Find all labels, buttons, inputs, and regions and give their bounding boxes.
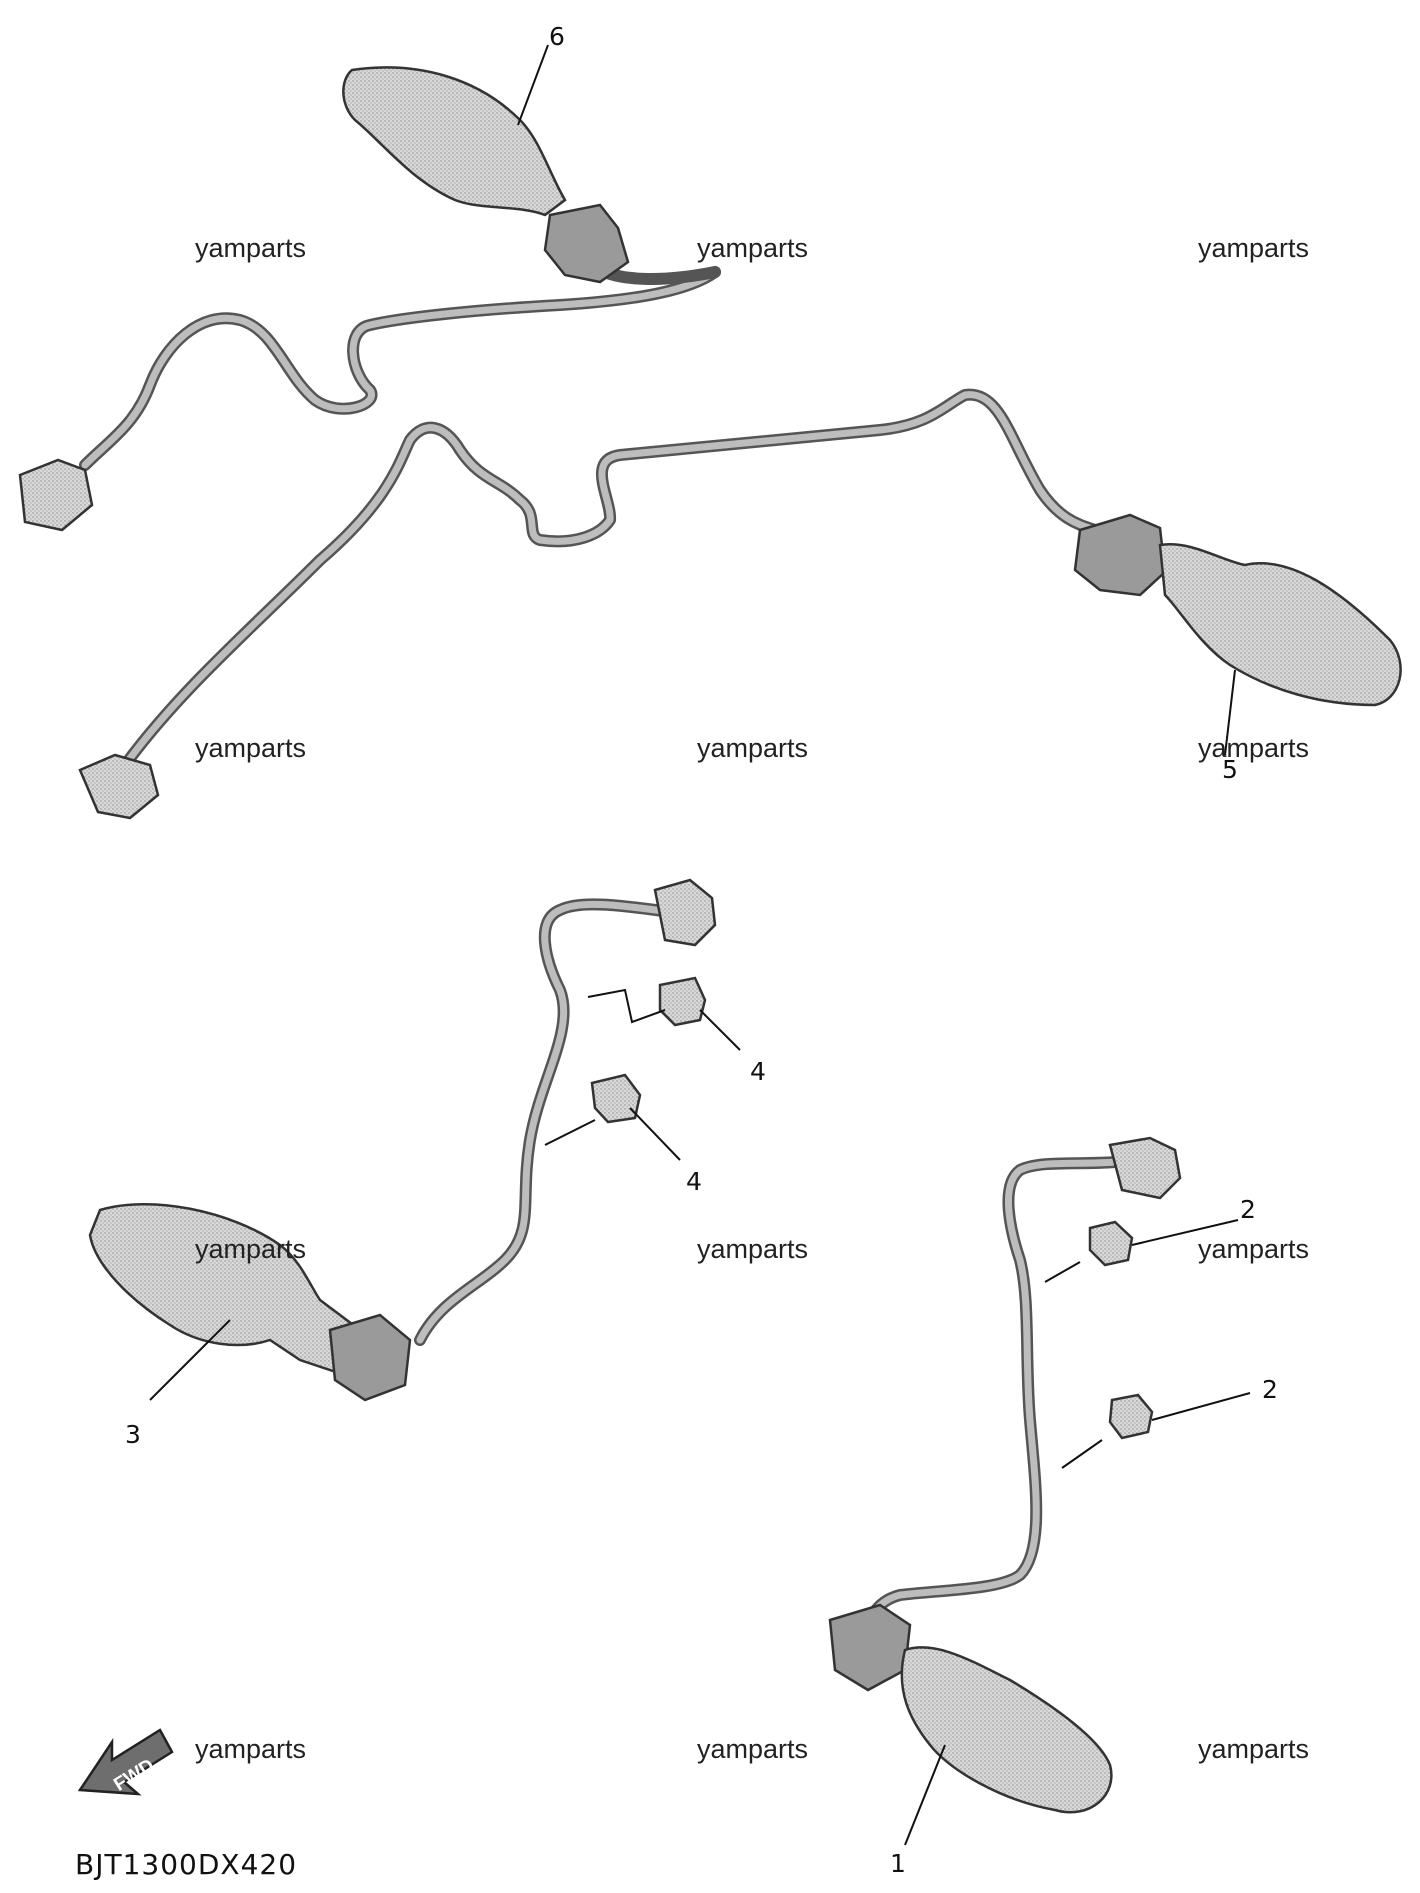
leader-6 (517, 44, 549, 126)
callout-4-lower: 4 (686, 1167, 702, 1196)
callout-4-upper: 4 (750, 1057, 766, 1086)
watermark: yamparts (195, 733, 306, 763)
watermark: yamparts (195, 1734, 306, 1764)
part-3-turn-signal-assembly (88, 878, 741, 1402)
leader-3 (149, 1319, 231, 1401)
watermark: yamparts (1198, 733, 1309, 763)
callout-2-lower: 2 (1262, 1375, 1278, 1404)
callout-1: 1 (890, 1849, 906, 1878)
part-1-turn-signal-assembly (828, 1136, 1251, 1814)
drawing-code: BJT1300DX420 (75, 1848, 297, 1881)
watermark: yamparts (1198, 233, 1309, 263)
watermark: yamparts (697, 733, 808, 763)
watermark: yamparts (697, 1734, 808, 1764)
watermark: yamparts (195, 1234, 306, 1264)
watermark: yamparts (1198, 1234, 1309, 1264)
leader-5 (1224, 669, 1236, 756)
watermark: yamparts (1198, 1734, 1309, 1764)
watermark: yamparts (195, 233, 306, 263)
leader-1 (904, 1744, 946, 1846)
callout-2-upper: 2 (1240, 1195, 1256, 1224)
watermark: yamparts (697, 233, 808, 263)
callout-3: 3 (125, 1420, 141, 1449)
callout-6: 6 (549, 22, 565, 51)
part-6-turn-signal-assembly (18, 66, 721, 532)
fwd-arrow-icon: FWD (77, 1728, 174, 1796)
watermark: yamparts (697, 1234, 808, 1264)
part-5-turn-signal-assembly (78, 388, 1402, 820)
callout-5: 5 (1222, 755, 1238, 784)
